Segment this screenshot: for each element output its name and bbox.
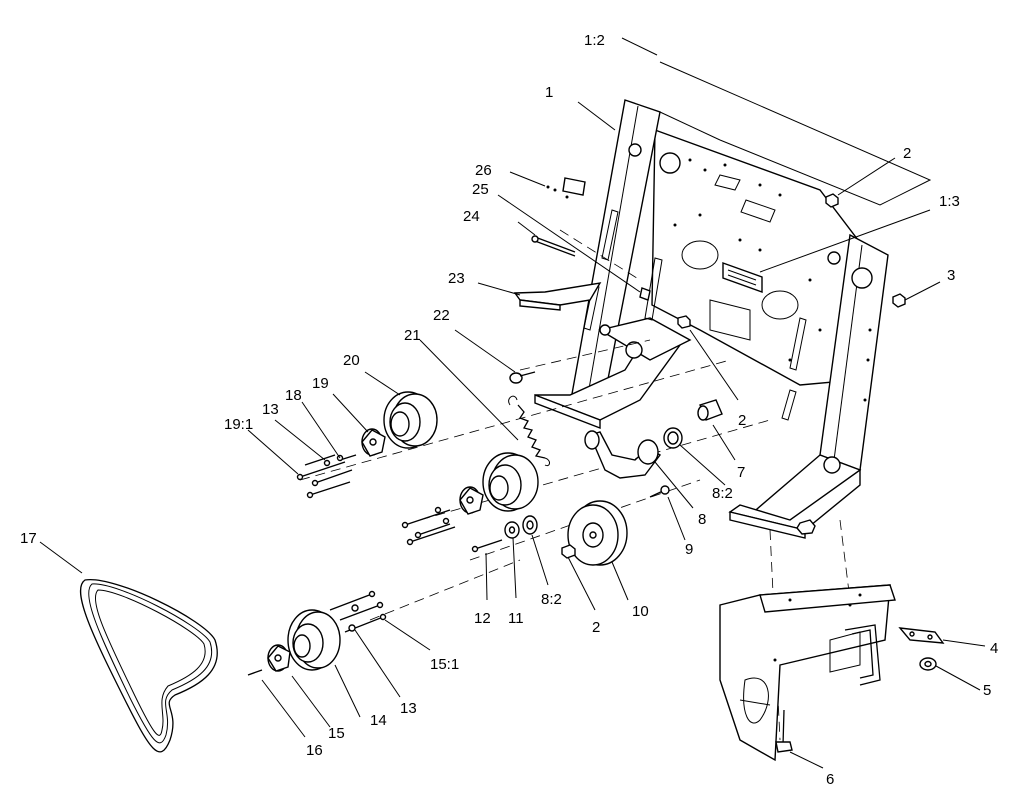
callout-11: 11	[508, 610, 524, 627]
callout-15-1: 15:1	[430, 656, 459, 673]
drive-belt	[80, 579, 218, 753]
callout-25: 25	[472, 181, 489, 198]
callout-8-2-left: 8:2	[541, 591, 562, 608]
callout-19-1: 19:1	[224, 416, 253, 433]
callout-18: 18	[285, 387, 302, 404]
frame-holes	[673, 158, 872, 402]
callout-1: 1	[545, 84, 553, 101]
callout-9: 9	[685, 541, 693, 558]
callout-8: 8	[698, 511, 706, 528]
callout-14: 14	[370, 712, 387, 729]
callout-1-3: 1:3	[939, 193, 960, 210]
lower-pulley-assembly	[247, 590, 387, 676]
callout-5: 5	[983, 682, 991, 699]
callout-8-2-right: 8:2	[712, 485, 733, 502]
callout-7: 7	[737, 464, 745, 481]
main-frame-panel	[534, 61, 932, 539]
callout-13-top: 13	[262, 401, 279, 418]
callout-15: 15	[328, 725, 345, 742]
callout-24: 24	[463, 208, 480, 225]
callout-16: 16	[306, 742, 323, 759]
callout-21: 21	[404, 327, 421, 344]
callout-10: 10	[632, 603, 649, 620]
callout-labels: 1:2 1 2 1:3 26 25 24 3 23 22 21 20 19 18…	[20, 32, 998, 788]
callout-6: 6	[826, 771, 834, 788]
callout-23: 23	[448, 270, 465, 287]
lower-mount-bracket	[719, 584, 945, 762]
callout-2-mid: 2	[738, 412, 746, 429]
callout-4: 4	[990, 640, 998, 657]
idler-pulley	[471, 500, 628, 566]
callout-3: 3	[947, 267, 955, 284]
callout-19: 19	[312, 375, 329, 392]
callout-12: 12	[474, 610, 491, 627]
spring-21	[508, 395, 550, 467]
callout-13-bottom: 13	[400, 700, 417, 717]
middle-pulley-assembly	[401, 452, 539, 546]
frame-hardware	[509, 177, 906, 535]
callout-20: 20	[343, 352, 360, 369]
callout-17: 17	[20, 530, 37, 547]
callout-2-top: 2	[903, 145, 911, 162]
idler-arm	[584, 399, 723, 498]
callout-26: 26	[475, 162, 492, 179]
callout-2-bottom: 2	[592, 619, 600, 636]
callout-22: 22	[433, 307, 450, 324]
upper-pulley-assembly	[296, 391, 438, 499]
leader-lines	[39, 37, 986, 769]
callout-1-2: 1:2	[584, 32, 605, 49]
